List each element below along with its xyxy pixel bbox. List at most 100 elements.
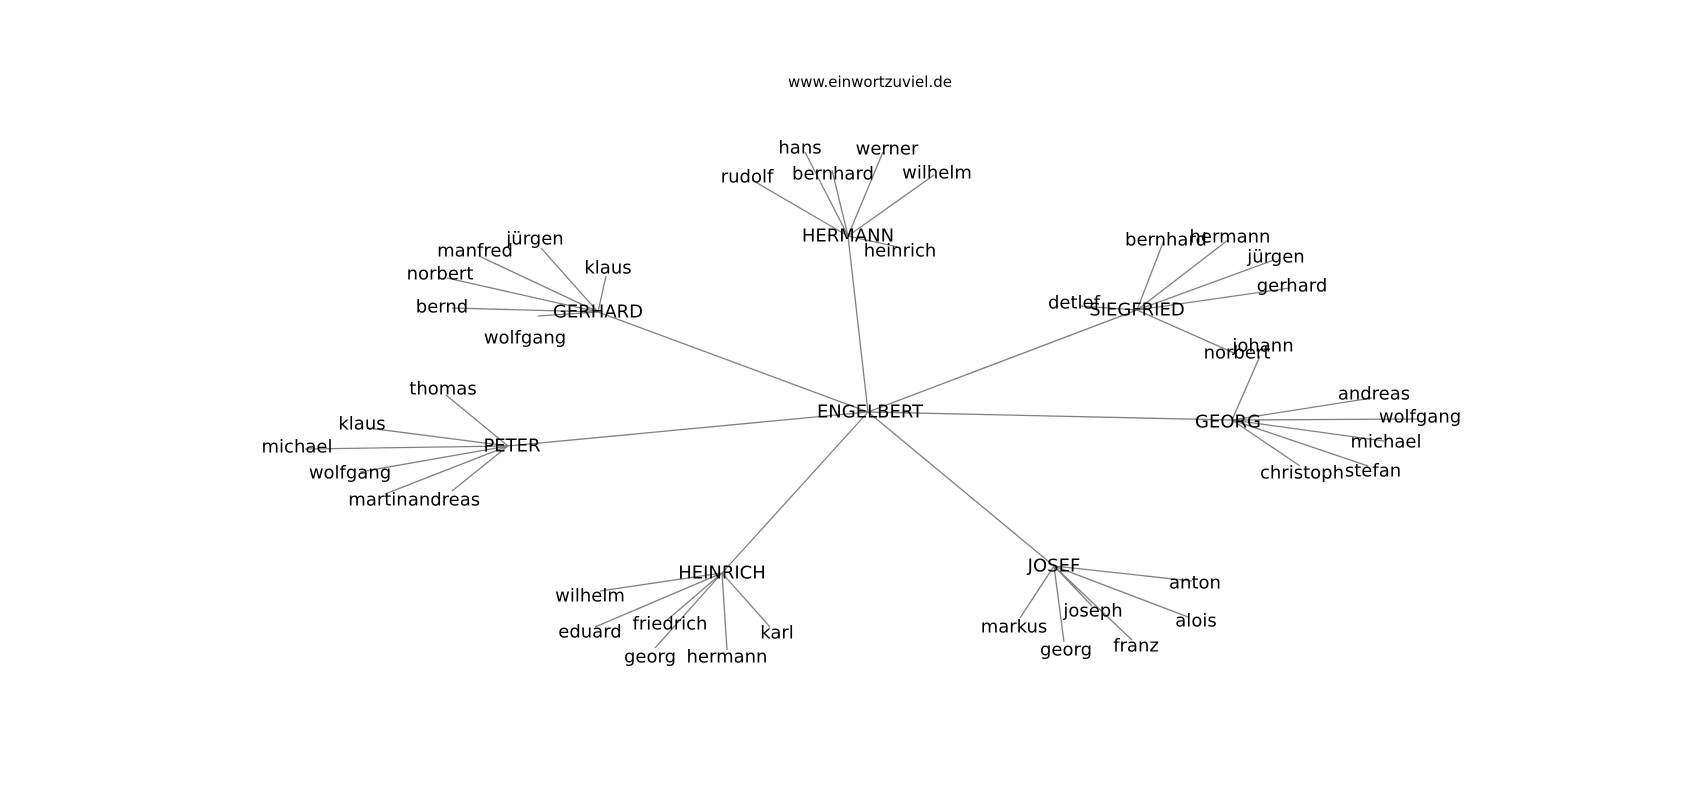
leaf-node-label: hermann [687, 647, 768, 668]
edge-hub-to-leaf [751, 179, 849, 237]
edge-hub-to-leaf [804, 151, 849, 237]
leaf-node-label: wolfgang [484, 328, 566, 349]
leaf-node-label: wolfgang [1379, 407, 1461, 428]
edge-hub-to-leaf [1136, 287, 1291, 311]
edge-center-to-hub [597, 311, 869, 413]
leaf-node-label: norbert [407, 264, 474, 285]
edge-hub-to-leaf [451, 445, 509, 492]
leaf-node-label: wilhelm [555, 586, 625, 607]
edge-center-to-hub [721, 411, 869, 574]
leaf-node-label: michael [262, 437, 333, 458]
edge-hub-to-leaf [1231, 418, 1418, 421]
leaf-node-label: johann [1231, 336, 1293, 357]
leaf-node-label: klaus [338, 414, 385, 435]
edge-hub-to-leaf [1053, 565, 1133, 641]
leaf-node-label: karl [760, 623, 794, 644]
edge-hub-to-leaf [1231, 419, 1385, 442]
leaf-node-label: thomas [409, 379, 476, 400]
hub-node-label: SIEGFRIED [1089, 300, 1184, 321]
edge-hub-to-leaf [847, 151, 884, 237]
edge-hub-to-leaf [1136, 259, 1275, 311]
leaf-node-label: eduard [558, 622, 621, 643]
leaf-node-label: klaus [584, 258, 631, 279]
edge-hub-to-leaf [1231, 419, 1369, 467]
edge-hub-to-leaf [451, 307, 599, 313]
edge-hub-to-leaf [1231, 355, 1261, 421]
leaf-node-label: rudolf [721, 167, 774, 188]
leaf-node-label: bernhard [1125, 230, 1207, 251]
edge-hub-to-leaf [597, 275, 607, 313]
hub-node-label: HERMANN [802, 226, 894, 247]
leaf-node-label: detlef [1048, 293, 1101, 314]
edge-hub-to-leaf [721, 572, 771, 628]
edge-hub-to-leaf [1136, 239, 1229, 311]
leaf-node-label: markus [981, 617, 1048, 638]
edge-hub-to-leaf [1136, 309, 1235, 354]
edge-hub-to-leaf [847, 235, 899, 248]
leaf-node-label: martin [348, 490, 407, 511]
edge-hub-to-leaf [1053, 565, 1065, 643]
edge-hub-to-leaf [599, 572, 723, 592]
edge-hub-to-leaf [540, 247, 599, 313]
leaf-node-label: wolfgang [309, 463, 391, 484]
leaf-node-label: friedrich [633, 614, 708, 635]
edge-hub-to-leaf [478, 255, 599, 313]
edge-hub-to-leaf [304, 445, 509, 450]
hub-node-label: PETER [483, 436, 540, 457]
leaf-node-label: gerhard [1257, 276, 1328, 297]
leaf-node-label: andreas [1338, 384, 1410, 405]
edge-hub-to-leaf [1136, 239, 1165, 311]
leaf-node-label: manfred [437, 241, 513, 262]
edge-hub-to-leaf [445, 394, 509, 447]
edge-hub-to-leaf [359, 445, 509, 473]
edge-hub-to-leaf [384, 445, 509, 495]
edge-hub-to-leaf [1231, 419, 1301, 467]
leaf-node-label: christoph [1260, 463, 1344, 484]
leaf-node-label: stefan [1345, 461, 1401, 482]
edge-hub-to-leaf [721, 572, 728, 651]
center-node-label: ENGELBERT [817, 402, 924, 423]
edge-hub-to-leaf [1053, 565, 1189, 618]
edge-hub-to-leaf [537, 311, 599, 317]
label-layer: ENGELBERT HERMANN hans werner rudolf bernhard… [262, 138, 1462, 668]
diagram-title: www.einwortzuviel.de [788, 73, 952, 91]
edge-hub-to-leaf [831, 169, 849, 237]
leaf-node-label: jürgen [1246, 247, 1304, 268]
leaf-node-label: hans [778, 138, 821, 159]
leaf-node-label: norbert [1204, 343, 1271, 364]
edge-center-to-hub [847, 235, 869, 413]
leaf-node-label: bernhard [792, 164, 874, 185]
hub-node-label: HEINRICH [678, 563, 766, 584]
leaf-node-label: wilhelm [902, 163, 972, 184]
edge-hub-to-leaf [1053, 565, 1193, 582]
edge-hub-to-leaf [1231, 397, 1373, 421]
edge-hub-to-leaf [665, 572, 723, 622]
edge-hub-to-leaf [594, 572, 723, 628]
leaf-node-label: alois [1175, 611, 1216, 632]
edge-hub-to-leaf [847, 174, 935, 237]
edge-hub-to-leaf [446, 277, 599, 313]
edge-center-to-hub [867, 411, 1055, 567]
edge-center-to-hub [507, 411, 869, 447]
leaf-node-label: werner [856, 139, 919, 160]
edge-hub-to-leaf [1079, 305, 1138, 311]
leaf-node-label: hermann [1190, 227, 1271, 248]
edge-hub-to-leaf [367, 427, 509, 447]
hub-node-label: JOSEF [1027, 556, 1081, 577]
hub-node-label: GERHARD [553, 302, 643, 323]
leaf-node-label: georg [624, 647, 676, 668]
leaf-node-label: jürgen [505, 229, 563, 250]
edge-hub-to-leaf [1019, 565, 1055, 619]
edge-center-to-hub [867, 411, 1233, 421]
leaf-node-label: heinrich [864, 241, 937, 262]
edge-center-to-hub [867, 309, 1138, 413]
edge-hub-to-leaf [654, 572, 723, 649]
leaf-node-label: michael [1351, 432, 1422, 453]
leaf-node-label: franz [1113, 636, 1159, 657]
edge-layer [304, 151, 1418, 651]
hub-node-label: GEORG [1195, 412, 1261, 433]
leaf-node-label: anton [1169, 573, 1221, 594]
leaf-node-label: andreas [408, 490, 480, 511]
leaf-node-label: georg [1040, 640, 1092, 661]
